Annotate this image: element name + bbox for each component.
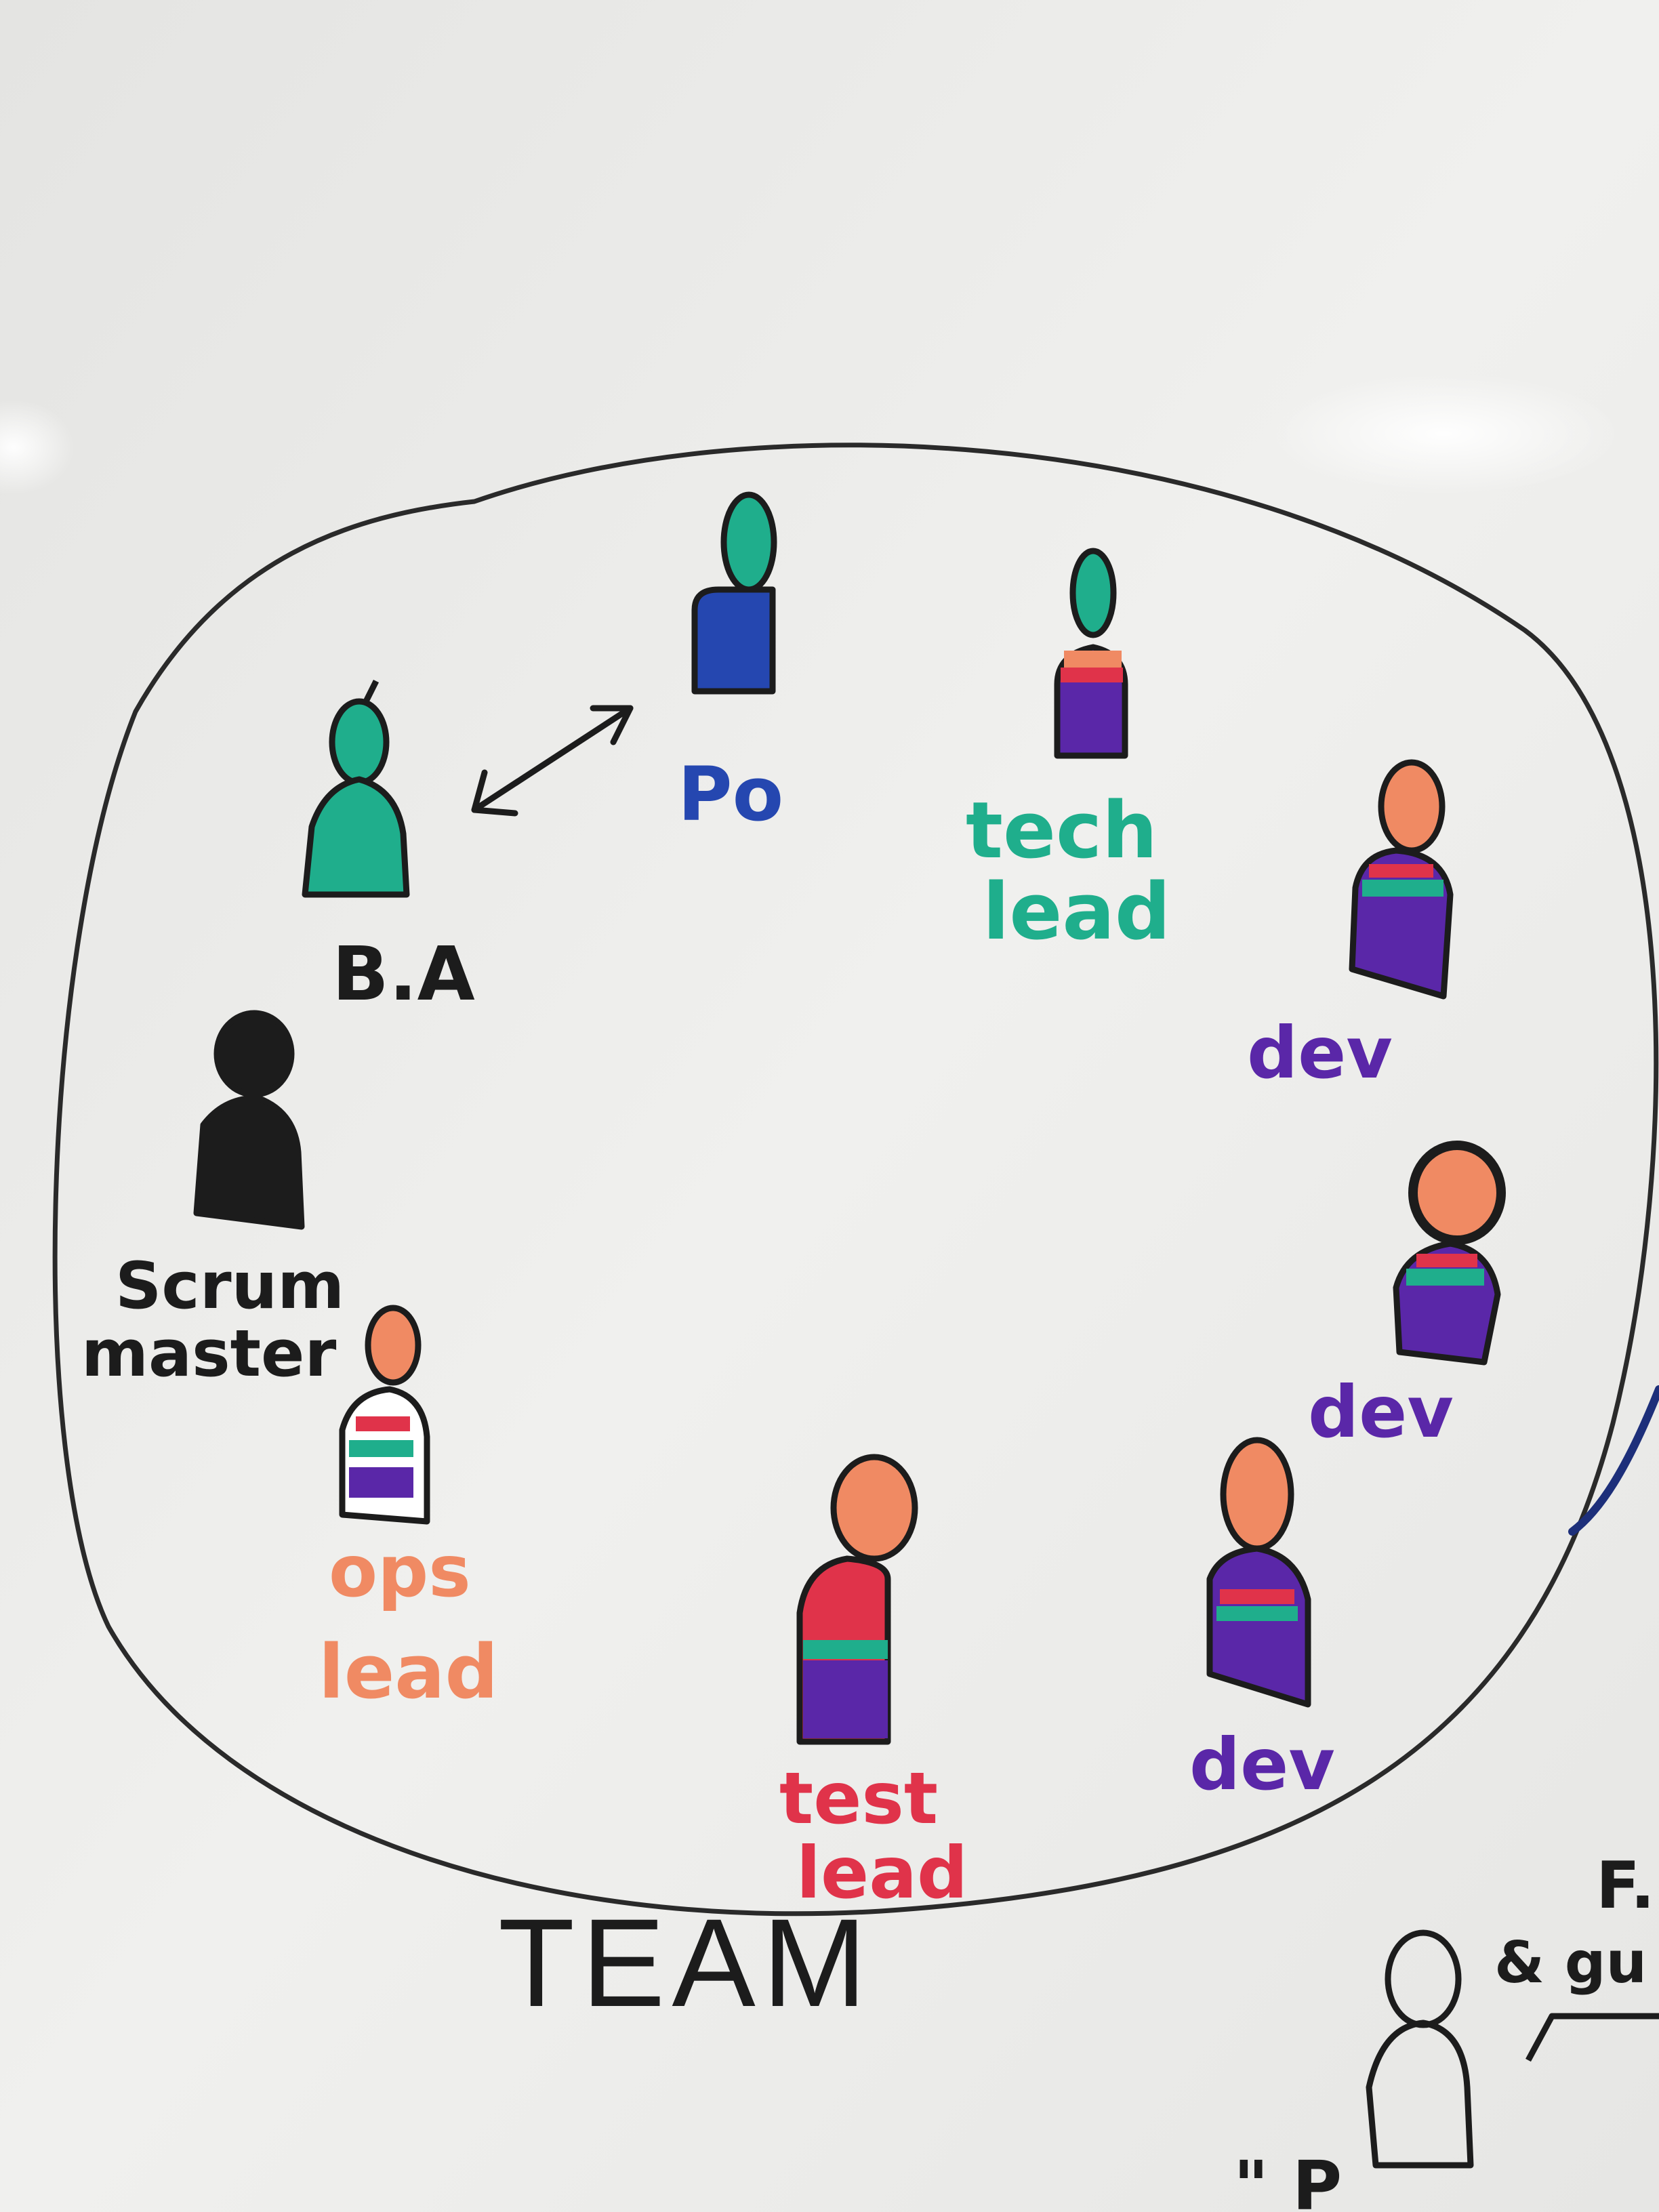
tech-lead-label-line1: tech [966,785,1158,876]
dev-2-label: dev [1308,1371,1454,1454]
double-arrow-icon [471,705,634,817]
tech-lead-label-line2: lead [983,867,1170,958]
tech-lead-figure-icon [1054,548,1128,759]
team-boundary-circle [52,443,1659,1917]
blue-marker-stroke [1568,1385,1659,1536]
edge-text-1: F. [1596,1849,1655,1923]
team-title: TEAM [498,1893,874,2033]
ba-label: B.A [332,930,475,1017]
light-glare-left [0,400,75,495]
dev-1-label: dev [1247,1012,1393,1094]
edge-text-3: " P [1233,2146,1342,2212]
ops-lead-figure-icon [339,1305,430,1525]
edge-text-2: & gu [1494,1929,1647,1996]
ba-figure-icon [302,679,410,898]
scrum-master-label-line1: Scrum [115,1249,344,1324]
test-lead-figure-icon [796,1454,918,1745]
dev-figure-1-icon [1349,759,1454,1000]
scrum-master-label-line2: master [81,1317,336,1391]
test-lead-label-line1: test [779,1757,938,1840]
po-figure-icon [691,491,777,695]
po-label: Po [678,751,783,838]
dev-figure-3-icon [1206,1437,1311,1708]
ops-lead-label-line2: lead [319,1629,498,1715]
scrum-master-figure-icon [193,1010,305,1230]
ops-lead-label-line1: ops [329,1530,471,1613]
partial-figure-icon [1366,1929,1659,2169]
test-lead-label-line2: lead [796,1832,968,1914]
dev-figure-2-icon [1393,1141,1506,1366]
dev-3-label: dev [1189,1723,1335,1806]
light-glare-right [1267,373,1620,495]
